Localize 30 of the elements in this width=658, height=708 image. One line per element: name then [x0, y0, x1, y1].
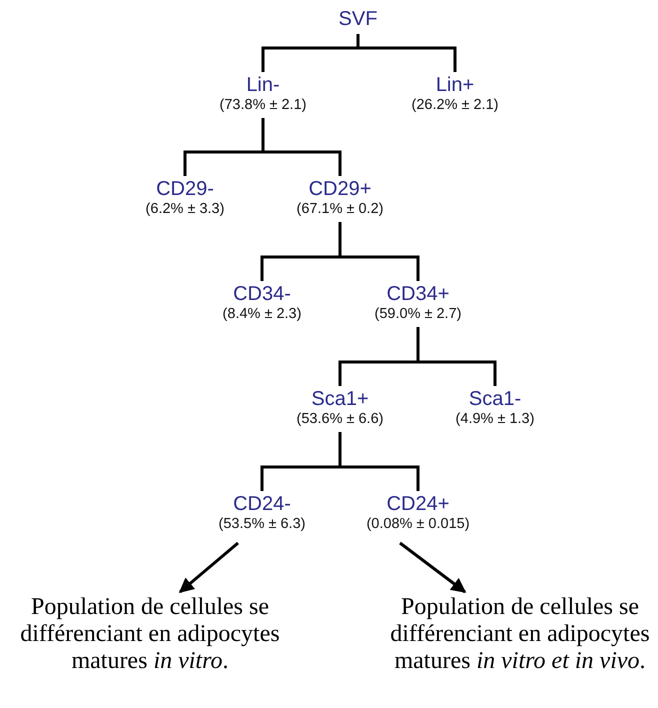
percentage-text: (59.0% ± 2.7): [374, 305, 462, 324]
population-label: CD34-: [233, 283, 291, 305]
description-text: Population de cellules se différenciant en adipocytes matures in vitro et in vivo.: [389, 594, 651, 675]
population-label: CD29-: [156, 178, 214, 200]
population-label: CD29+: [308, 178, 372, 200]
tree-connector: [338, 432, 420, 491]
arrow: [178, 542, 239, 594]
population-label: CD34+: [386, 283, 450, 305]
percentage-text: (6.2% ± 3.3): [146, 200, 224, 219]
percentage-text: (0.08% ± 0.015): [366, 515, 470, 534]
tree-connector: [416, 327, 496, 386]
population-label: Lin+: [436, 74, 474, 96]
description-text: Population de cellules se différenciant en adipocytes matures in vitro.: [19, 594, 281, 675]
population-label: CD24-: [233, 493, 291, 515]
percentage-text: (26.2% ± 2.1): [412, 96, 498, 115]
population-label: Sca1+: [311, 388, 369, 410]
percentage-text: (53.6% ± 6.6): [296, 410, 384, 429]
percentage-text: (67.1% ± 0.2): [296, 200, 384, 219]
population-label: Lin-: [246, 74, 280, 96]
percentage-text: (73.8% ± 2.1): [220, 96, 306, 115]
percentage-text: (4.9% ± 1.3): [456, 410, 534, 429]
tree-connector: [356, 34, 456, 72]
arrow: [399, 542, 466, 594]
tree-connector: [262, 118, 342, 176]
tree-connector: [338, 222, 420, 281]
percentage-text: (8.4% ± 2.3): [222, 305, 302, 324]
population-label: CD24+: [386, 493, 450, 515]
population-label: SVF: [338, 8, 378, 30]
population-label: Sca1-: [468, 388, 522, 410]
percentage-text: (53.5% ± 6.3): [218, 515, 306, 534]
